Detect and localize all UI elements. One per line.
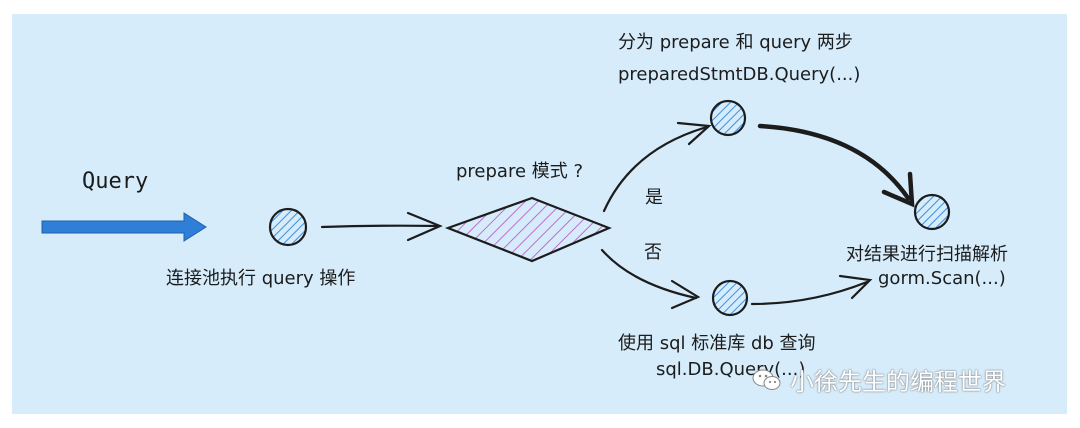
stdlib-node: [711, 279, 749, 317]
diagram-canvas: Query 连接池执行 query 操作 prepare 模式 ? 是 否 分为…: [12, 14, 1067, 414]
prepare-question-label: prepare 模式 ?: [456, 161, 584, 182]
diagram-graphics: [41, 99, 951, 317]
pool-node: [268, 207, 308, 247]
prepared-to-scan-arrow: [757, 123, 915, 208]
scan-call-label: gorm.Scan(...): [878, 268, 1006, 289]
stdlib-to-scan-arrow: [750, 274, 873, 306]
pool-to-decision-arrow: [320, 211, 443, 242]
scan-result-label: 对结果进行扫描解析: [846, 244, 1008, 265]
no-branch-arrow: [600, 248, 701, 310]
prepared-node: [709, 99, 747, 137]
yes-branch-arrow: [602, 121, 712, 213]
watermark: 小徐先生的编程世界: [752, 362, 1006, 397]
query-title: Query: [82, 169, 149, 194]
no-label: 否: [644, 242, 662, 263]
input-arrow: [41, 212, 207, 242]
wechat-icon: [752, 367, 782, 393]
split-steps-label: 分为 prepare 和 query 两步: [618, 32, 853, 53]
yes-label: 是: [645, 187, 663, 208]
decision-diamond: [444, 196, 612, 263]
watermark-text: 小徐先生的编程世界: [790, 368, 1006, 396]
pool-exec-label: 连接池执行 query 操作: [166, 268, 356, 289]
stdlib-label: 使用 sql 标准库 db 查询: [618, 333, 816, 354]
scan-node: [913, 193, 951, 231]
prepared-call-label: preparedStmtDB.Query(...): [618, 64, 861, 85]
